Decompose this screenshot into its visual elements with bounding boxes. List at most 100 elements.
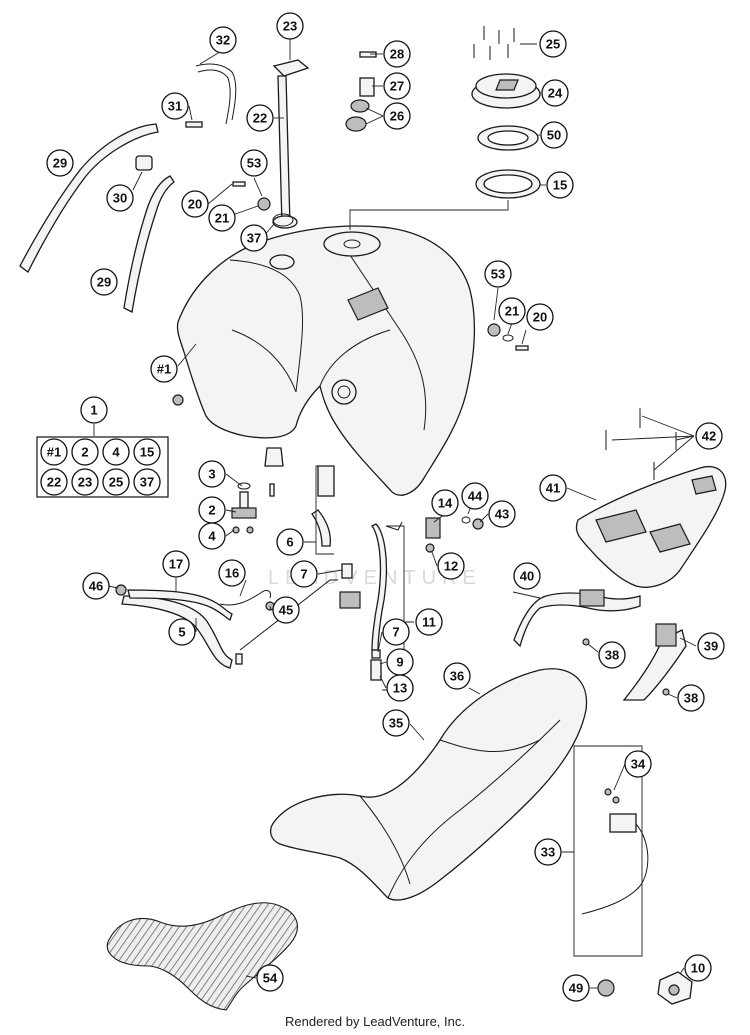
callout-circle [246, 104, 274, 132]
o-ring [272, 213, 294, 227]
callout-circle [382, 709, 410, 737]
callout-7: 7 [382, 618, 410, 646]
kit-cell-label: 4 [112, 445, 120, 460]
callout-11: 11 [415, 608, 443, 636]
callout-label: 31 [168, 99, 182, 114]
callout-41: 41 [539, 474, 567, 502]
kit-cell-label: #1 [47, 445, 61, 460]
callout-label: 29 [53, 156, 67, 171]
callout-label: 34 [631, 757, 646, 772]
carrier-bolts [605, 408, 677, 480]
callout-6: 6 [276, 528, 304, 556]
callout-label: 46 [89, 579, 103, 594]
callout-label: 28 [390, 47, 404, 62]
callout-label: 27 [390, 79, 404, 94]
callout-circle [484, 260, 512, 288]
callout-22: 22 [246, 104, 274, 132]
callout-45: 45 [272, 596, 300, 624]
callout-circle [198, 460, 226, 488]
callout-circle [208, 204, 236, 232]
callout-label: 21 [215, 211, 229, 226]
callout-33: 33 [534, 838, 562, 866]
bolt [515, 345, 529, 351]
kit-cell: 4 [102, 438, 130, 466]
callout-25: 25 [539, 30, 567, 58]
callout-label: 16 [225, 566, 239, 581]
callout-5: 5 [168, 618, 196, 646]
callout-29: 29 [46, 149, 74, 177]
kit-cell: 22 [40, 468, 68, 496]
callout-circle [539, 30, 567, 58]
callout-label: 39 [704, 639, 718, 654]
filler-ring [475, 169, 541, 199]
callout-label: 53 [491, 267, 505, 282]
callout-circle [562, 974, 590, 1002]
callout-circle [290, 560, 318, 588]
callout-circle [540, 121, 568, 149]
callout-label: 33 [541, 845, 555, 860]
callout-label: 11 [422, 615, 436, 630]
fuel-line [239, 521, 403, 681]
callout-16: 16 [218, 559, 246, 587]
bolt [359, 51, 377, 58]
callout-46: 46 [82, 572, 110, 600]
tank-bracket [311, 465, 335, 547]
callout-circle [697, 632, 725, 660]
washer [502, 334, 514, 342]
callout-40: 40 [513, 562, 541, 590]
callout-4: 4 [198, 522, 226, 550]
callout-circle [541, 79, 569, 107]
callout-34: 34 [624, 750, 652, 778]
kit-cell: 25 [102, 468, 130, 496]
callout-26: 26 [383, 102, 411, 130]
callout-label: 12 [444, 559, 458, 574]
callout-label: 44 [468, 489, 483, 504]
kit-cell: 23 [71, 468, 99, 496]
callout-30: 30 [106, 184, 134, 212]
callout-circle [168, 618, 196, 646]
nut [172, 394, 184, 406]
callout-label: 49 [569, 981, 583, 996]
callout-label: 7 [392, 625, 399, 640]
callout-circle [272, 596, 300, 624]
callout-circle [276, 528, 304, 556]
cap-ring [477, 125, 539, 151]
kit-cell-circle [40, 468, 68, 496]
callout-circle [382, 618, 410, 646]
clip [135, 155, 153, 171]
filler-cap [471, 73, 541, 109]
callout-label: 7 [300, 567, 307, 582]
callout-circle [437, 552, 465, 580]
callout-label: 20 [188, 197, 202, 212]
callout-circle [383, 72, 411, 100]
callout-circle [240, 224, 268, 252]
kit-cell-label: 22 [47, 475, 61, 490]
callout-38: 38 [598, 641, 626, 669]
callout-circle [383, 102, 411, 130]
screws [473, 26, 515, 60]
callout-27: 27 [383, 72, 411, 100]
callout-2: 2 [198, 496, 226, 524]
callout-label: 10 [691, 961, 705, 976]
tank-cover [106, 902, 298, 1011]
nut [257, 197, 271, 211]
callout-23: 23 [276, 12, 304, 40]
kit-cell: 37 [133, 468, 161, 496]
callout-31: 31 [161, 92, 189, 120]
callout-circle [82, 572, 110, 600]
callout-circle [198, 522, 226, 550]
callout-label: 41 [546, 481, 560, 496]
callout-label: 25 [546, 37, 560, 52]
callout-label: 17 [169, 557, 183, 572]
callout-circle [461, 482, 489, 510]
callout-label: 22 [253, 111, 267, 126]
callout-circle [80, 396, 108, 424]
callout-label: 21 [505, 304, 519, 319]
callout-circle [256, 964, 284, 992]
watermark: LEADVENTURE [268, 567, 482, 589]
callout-53: 53 [484, 260, 512, 288]
callout-label: 20 [533, 310, 547, 325]
